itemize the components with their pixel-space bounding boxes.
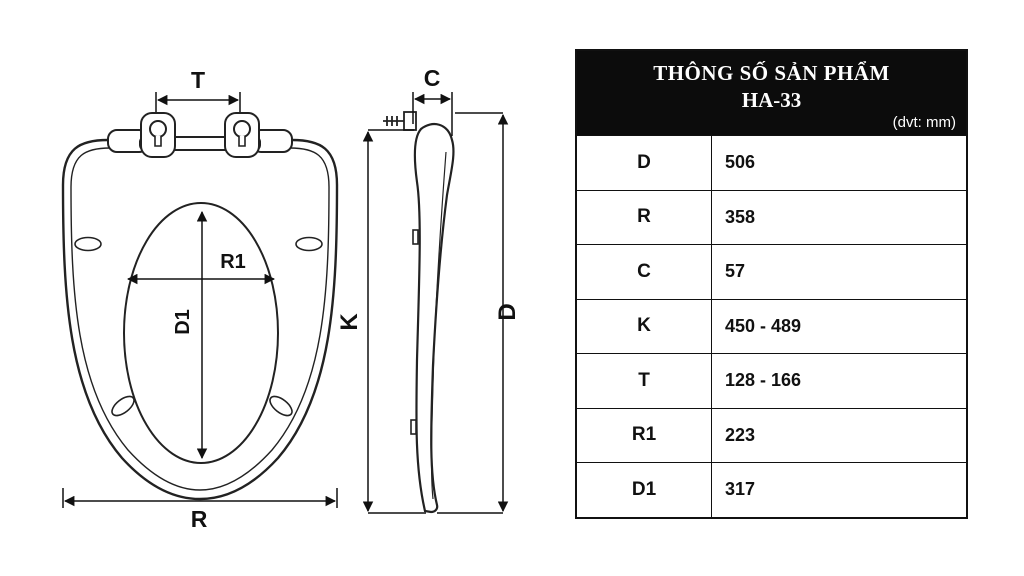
hinge-bolt <box>383 111 417 131</box>
value-cell: 506 <box>725 152 756 173</box>
bumper-slots <box>74 236 323 417</box>
spec-table-header: THÔNG SỐ SẢN PHẨM HA-33 (dvt: mm) <box>577 51 966 135</box>
param-cell: D <box>577 136 712 190</box>
param-cell: K <box>577 299 712 353</box>
param-cell: D1 <box>577 463 712 517</box>
unit-label: (dvt: mm) <box>892 114 956 131</box>
param-cell: T <box>577 354 712 408</box>
seat-front-view <box>61 112 339 501</box>
value-cell: 57 <box>725 261 746 282</box>
param-cell: C <box>577 245 712 299</box>
dimension-K <box>362 129 426 514</box>
dim-label-r: R <box>191 506 208 532</box>
table-row: K 450 - 489 <box>577 298 966 353</box>
dimension-R <box>62 488 338 508</box>
table-row: R 358 <box>577 189 966 244</box>
value-cell: 128 - 166 <box>725 370 802 391</box>
dim-label-r1: R1 <box>220 251 246 273</box>
seat-inner-outline <box>70 147 330 491</box>
table-row: D 506 <box>577 135 966 190</box>
dim-label-c: C <box>424 65 441 91</box>
seat-outer-outline <box>61 138 339 501</box>
dim-label-d1: D1 <box>172 309 194 335</box>
value-cell: 223 <box>725 424 756 445</box>
dimension-C <box>412 92 453 136</box>
table-row: T 128 - 166 <box>577 353 966 408</box>
dim-label-d: D <box>494 303 521 320</box>
lid-profile <box>413 122 455 514</box>
value-cell: 317 <box>725 479 756 500</box>
technical-drawing: T R1 D1 R <box>61 65 521 532</box>
param-cell: R <box>577 190 712 244</box>
table-row: C 57 <box>577 244 966 299</box>
dim-label-k: K <box>336 313 363 331</box>
param-cell: R1 <box>577 408 712 462</box>
dim-label-t: T <box>191 67 205 93</box>
seat-side-view <box>383 111 455 514</box>
seat-opening <box>123 202 279 464</box>
dimension-D <box>437 112 509 514</box>
value-cell: 358 <box>725 206 756 227</box>
side-bumpers <box>410 229 419 435</box>
lid-inner-line <box>430 151 447 500</box>
hinge-assembly <box>107 112 293 158</box>
dimension-T <box>155 92 241 112</box>
table-title: THÔNG SỐ SẢN PHẨM <box>653 61 890 85</box>
table-row: D1 317 <box>577 462 966 517</box>
value-cell: 450 - 489 <box>725 315 802 336</box>
spec-table: THÔNG SỐ SẢN PHẨM HA-33 (dvt: mm) D 506 … <box>575 49 968 519</box>
product-code: HA-33 <box>741 88 802 112</box>
table-row: R1 223 <box>577 407 966 462</box>
